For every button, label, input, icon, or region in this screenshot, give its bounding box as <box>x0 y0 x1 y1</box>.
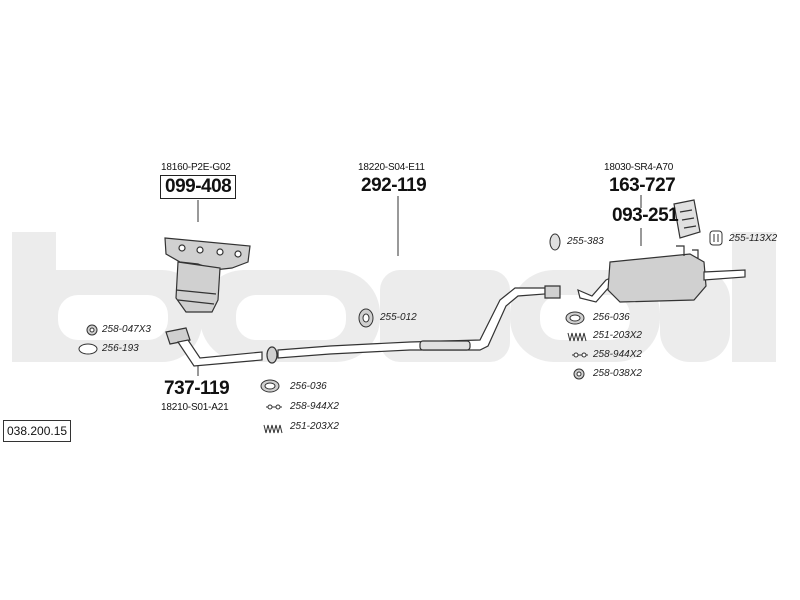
accessory-label: 255-383 <box>567 236 604 247</box>
diagram-reference-number: 038.200.15 <box>3 420 72 442</box>
front-pipe-part-number[interactable]: 737-119 <box>164 378 230 399</box>
manifold-oem-label: 18160-P2E-G02 <box>161 162 231 173</box>
rear-silencer-part-number[interactable]: 163-727 <box>609 175 676 196</box>
accessory-label: 258-944X2 <box>290 401 339 412</box>
spring-icon[interactable] <box>567 332 587 342</box>
rear-silencer-oem-label: 18030-SR4-A70 <box>604 162 674 173</box>
front-pipe-oem-label: 18210-S01-A21 <box>161 402 229 413</box>
accessory-label: 255-012 <box>380 312 417 323</box>
accessory-label: 256-036 <box>593 312 630 323</box>
rubber-mount-icon[interactable] <box>573 368 585 380</box>
accessory-label: 251-203X2 <box>290 421 339 432</box>
rubber-mount-icon[interactable] <box>86 324 98 336</box>
clamp-icon[interactable] <box>358 308 374 328</box>
front-pipe[interactable] <box>165 327 278 367</box>
middle-pipe[interactable] <box>277 285 561 359</box>
accessory-label: 256-193 <box>102 343 139 354</box>
accessory-label: 255-113X2 <box>729 233 778 244</box>
rubber-mount-icon[interactable] <box>549 233 561 251</box>
accessory-label: 251-203X2 <box>593 330 642 341</box>
heat-shield[interactable] <box>673 199 701 239</box>
spring-icon[interactable] <box>263 424 283 434</box>
exhaust-manifold[interactable] <box>164 237 251 313</box>
gasket-ring-icon[interactable] <box>260 379 280 393</box>
gasket-ring-icon[interactable] <box>78 343 98 355</box>
accessory-label: 258-047X3 <box>102 324 151 335</box>
accessory-label: 256-036 <box>290 381 327 392</box>
hanger-icon[interactable] <box>709 230 723 246</box>
heat-shield-part-number[interactable]: 093-251 <box>612 205 679 226</box>
manifold-part-number[interactable]: 099-408 <box>160 175 237 199</box>
middle-pipe-part-number[interactable]: 292-119 <box>361 175 427 196</box>
rear-silencer[interactable] <box>577 245 746 303</box>
bolt-nut-icon[interactable] <box>266 404 282 410</box>
gasket-ring-icon[interactable] <box>565 311 585 325</box>
accessory-label: 258-038X2 <box>593 368 642 379</box>
accessory-label: 258-944X2 <box>593 349 642 360</box>
bolt-nut-icon[interactable] <box>572 352 588 358</box>
middle-pipe-oem-label: 18220-S04-E11 <box>358 162 425 173</box>
